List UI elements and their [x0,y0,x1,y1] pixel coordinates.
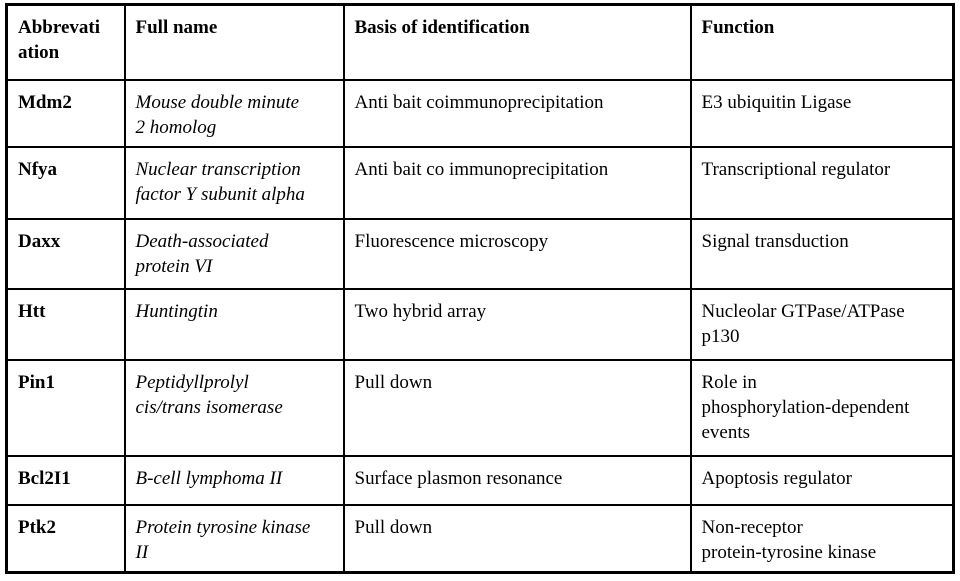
table-row: Daxx Death-associated protein VI Fluores… [5,217,955,290]
cell-function: Role in phosphorylation-dependent events [689,358,955,457]
cell-function: E3 ubiquitin Ligase [689,78,955,148]
cell-full-name: Mouse double minute 2 homolog [123,78,345,148]
cell-basis: Pull down [342,503,692,573]
table-row: Ptk2 Protein tyrosine kinase II Pull dow… [5,503,955,573]
cell-abbreviation: Mdm2 [5,78,126,148]
cell-abbreviation: Pin1 [5,358,126,457]
cell-full-name: Huntingtin [123,287,345,361]
cell-basis: Two hybrid array [342,287,692,361]
cell-full-name: Death-associated protein VI [123,217,345,290]
cell-abbreviation: Ptk2 [5,503,126,573]
cell-function: Signal transduction [689,217,955,290]
table-row: Pin1 Peptidyllprolyl cis/trans isomerase… [5,358,955,457]
column-header-function: Function [689,3,955,81]
cell-basis: Anti bait co immunoprecipitation [342,145,692,220]
table-row: Bcl2I1 B-cell lymphoma II Surface plasmo… [5,454,955,506]
cell-function: Nucleolar GTPase/ATPase p130 [689,287,955,361]
cell-function: Apoptosis regulator [689,454,955,506]
cell-basis: Pull down [342,358,692,457]
cell-basis: Anti bait coimmunoprecipitation [342,78,692,148]
column-header-full-name: Full name [123,3,345,81]
protein-interaction-table: Abbrevati ation Full name Basis of ident… [5,3,955,574]
cell-full-name: Protein tyrosine kinase II [123,503,345,573]
cell-basis: Surface plasmon resonance [342,454,692,506]
cell-abbreviation: Bcl2I1 [5,454,126,506]
table-row: Htt Huntingtin Two hybrid array Nucleola… [5,287,955,361]
table-row: Nfya Nuclear transcription factor Y subu… [5,145,955,220]
cell-function: Transcriptional regulator [689,145,955,220]
cell-abbreviation: Htt [5,287,126,361]
column-header-abbreviation: Abbrevati ation [5,3,126,81]
table-row: Mdm2 Mouse double minute 2 homolog Anti … [5,78,955,148]
cell-abbreviation: Nfya [5,145,126,220]
cell-function: Non-receptor protein-tyrosine kinase [689,503,955,573]
cell-abbreviation: Daxx [5,217,126,290]
cell-full-name: Peptidyllprolyl cis/trans isomerase [123,358,345,457]
column-header-basis: Basis of identification [342,3,692,81]
table-header-row: Abbrevati ation Full name Basis of ident… [5,3,955,81]
cell-full-name: B-cell lymphoma II [123,454,345,506]
cell-basis: Fluorescence microscopy [342,217,692,290]
cell-full-name: Nuclear transcription factor Y subunit a… [123,145,345,220]
